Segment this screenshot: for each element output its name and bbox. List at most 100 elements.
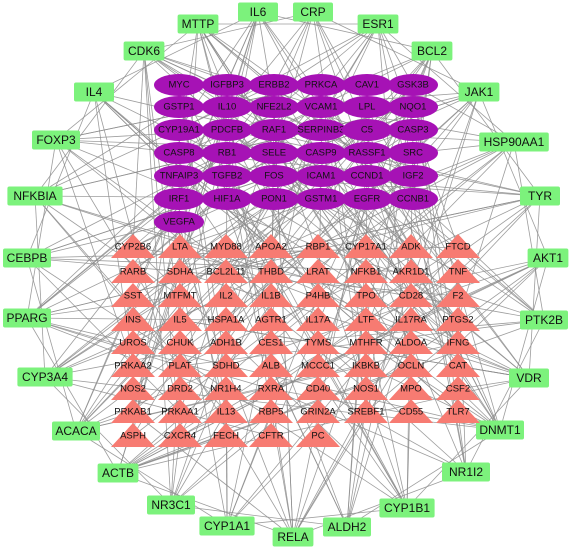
target-node-cftr[interactable]: CFTR <box>249 423 293 447</box>
target-node-rbp1[interactable]: RBP1 <box>296 234 340 258</box>
target-node-ifng[interactable]: IFNG <box>436 330 480 354</box>
core-node-casp8[interactable]: CASP8 <box>154 142 204 164</box>
gene-node-dnmt1[interactable]: DNMT1 <box>476 420 524 440</box>
target-node-prkaa1[interactable]: PRKAA1 <box>158 399 202 423</box>
target-node-sst[interactable]: SST <box>111 283 155 307</box>
core-node-igfbp3[interactable]: IGFBP3 <box>202 74 252 96</box>
core-node-raf1[interactable]: RAF1 <box>249 119 299 141</box>
gene-node-vdr[interactable]: VDR <box>509 368 549 388</box>
target-node-sdhd[interactable]: SDHD <box>204 353 248 377</box>
target-node-mpo[interactable]: MPO <box>389 376 433 400</box>
target-node-aldoa[interactable]: ALDOA <box>389 330 433 354</box>
core-node-cav1[interactable]: CAV1 <box>342 74 392 96</box>
gene-node-il4[interactable]: IL4 <box>74 82 114 102</box>
gene-node-nr3c1[interactable]: NR3C1 <box>147 495 195 515</box>
target-node-il13[interactable]: IL13 <box>204 399 248 423</box>
gene-node-ptk2b[interactable]: PTK2B <box>520 310 568 330</box>
target-node-nos1[interactable]: NOS1 <box>344 376 388 400</box>
target-node-mthfr[interactable]: MTHFR <box>344 330 388 354</box>
core-node-ccnb1[interactable]: CCNB1 <box>388 188 438 210</box>
core-node-icam1[interactable]: ICAM1 <box>296 165 346 187</box>
gene-node-cebpb[interactable]: CEBPB <box>3 248 51 268</box>
core-node-gstp1[interactable]: GSTP1 <box>154 96 204 118</box>
target-node-cat[interactable]: CAT <box>436 353 480 377</box>
target-node-fech[interactable]: FECH <box>204 423 248 447</box>
core-node-vegfa[interactable]: VEGFA <box>154 211 204 233</box>
target-node-agtr1[interactable]: AGTR1 <box>249 307 293 331</box>
target-node-srebf1[interactable]: SREBF1 <box>344 399 388 423</box>
target-node-cd28[interactable]: CD28 <box>389 283 433 307</box>
target-node-drd2[interactable]: DRD2 <box>158 376 202 400</box>
core-node-myc[interactable]: MYC <box>154 74 204 96</box>
core-node-rassf1[interactable]: RASSF1 <box>342 142 392 164</box>
core-node-erbb2[interactable]: ERBB2 <box>249 74 299 96</box>
target-node-p4hb[interactable]: P4HB <box>296 283 340 307</box>
core-node-gsk3b[interactable]: GSK3B <box>388 74 438 96</box>
target-node-tyms[interactable]: TYMS <box>296 330 340 354</box>
core-node-irf1[interactable]: IRF1 <box>154 188 204 210</box>
target-node-tlr7[interactable]: TLR7 <box>436 399 480 423</box>
target-node-cyp17a1[interactable]: CYP17A1 <box>344 234 388 258</box>
core-node-src[interactable]: SRC <box>388 142 438 164</box>
gene-node-cyp1b1[interactable]: CYP1B1 <box>379 498 435 518</box>
target-node-tpo[interactable]: TPO <box>344 283 388 307</box>
gene-node-crp[interactable]: CRP <box>293 2 333 22</box>
core-node-gstm1[interactable]: GSTM1 <box>296 188 346 210</box>
target-node-pc[interactable]: PC <box>296 423 340 447</box>
target-node-il5[interactable]: IL5 <box>158 307 202 331</box>
target-node-lrat[interactable]: LRAT <box>296 259 340 283</box>
target-node-cyp2b6[interactable]: CYP2B6 <box>111 234 155 258</box>
gene-node-actb[interactable]: ACTB <box>97 463 139 483</box>
target-node-il2[interactable]: IL2 <box>204 283 248 307</box>
target-node-asph[interactable]: ASPH <box>111 423 155 447</box>
target-node-thbd[interactable]: THBD <box>249 259 293 283</box>
gene-node-cdk6[interactable]: CDK6 <box>123 41 165 61</box>
core-node-fos[interactable]: FOS <box>249 165 299 187</box>
gene-node-nr1i2[interactable]: NR1I2 <box>442 462 490 482</box>
core-node-c5[interactable]: C5 <box>342 119 392 141</box>
core-node-nfe2l2[interactable]: NFE2L2 <box>249 96 299 118</box>
core-node-ccnd1[interactable]: CCND1 <box>342 165 392 187</box>
target-node-ftcd[interactable]: FTCD <box>436 234 480 258</box>
target-node-ocln[interactable]: OCLN <box>389 353 433 377</box>
gene-node-pparg[interactable]: PPARG <box>3 308 51 328</box>
target-node-prkab1[interactable]: PRKAB1 <box>111 399 155 423</box>
core-node-hif1a[interactable]: HIF1A <box>202 188 252 210</box>
target-node-ces1[interactable]: CES1 <box>249 330 293 354</box>
core-node-casp3[interactable]: CASP3 <box>388 119 438 141</box>
target-node-tnf[interactable]: TNF <box>436 259 480 283</box>
core-node-igf2[interactable]: IGF2 <box>388 165 438 187</box>
core-node-rb1[interactable]: RB1 <box>202 142 252 164</box>
gene-node-mttp[interactable]: MTTP <box>177 14 219 34</box>
target-node-chuk[interactable]: CHUK <box>158 330 202 354</box>
target-node-ikbkb[interactable]: IKBKB <box>344 353 388 377</box>
core-node-lpl[interactable]: LPL <box>342 96 392 118</box>
target-node-mccc1[interactable]: MCCC1 <box>296 353 340 377</box>
target-node-rarb[interactable]: RARB <box>111 259 155 283</box>
target-node-nfkb1[interactable]: NFKB1 <box>344 259 388 283</box>
target-node-apoa2[interactable]: APOA2 <box>249 234 293 258</box>
target-node-cd55[interactable]: CD55 <box>389 399 433 423</box>
gene-node-cyp3a4[interactable]: CYP3A4 <box>17 367 73 387</box>
target-node-alb[interactable]: ALB <box>249 353 293 377</box>
target-node-nos2[interactable]: NOS2 <box>111 376 155 400</box>
target-node-adk[interactable]: ADK <box>389 234 433 258</box>
gene-node-bcl2[interactable]: BCL2 <box>411 41 453 61</box>
target-node-f2[interactable]: F2 <box>436 283 480 307</box>
target-node-ins[interactable]: INS <box>111 307 155 331</box>
target-node-nr1h4[interactable]: NR1H4 <box>204 376 248 400</box>
core-node-serpinb3[interactable]: SERPINB3 <box>296 119 346 141</box>
core-node-cyp19a1[interactable]: CYP19A1 <box>154 119 204 141</box>
core-node-sele[interactable]: SELE <box>249 142 299 164</box>
target-node-ptgs2[interactable]: PTGS2 <box>436 307 480 331</box>
gene-node-aldh2[interactable]: ALDH2 <box>323 517 371 537</box>
target-node-prkaa2[interactable]: PRKAA2 <box>111 353 155 377</box>
target-node-rbp5[interactable]: RBP5 <box>249 399 293 423</box>
gene-node-hsp90aa1[interactable]: HSP90AA1 <box>479 132 549 152</box>
core-node-nqo1[interactable]: NQO1 <box>388 96 438 118</box>
core-node-tnfaip3[interactable]: TNFAIP3 <box>154 165 204 187</box>
target-node-il17a[interactable]: IL17A <box>296 307 340 331</box>
gene-node-akt1[interactable]: AKT1 <box>527 248 569 268</box>
target-node-adh1b[interactable]: ADH1B <box>204 330 248 354</box>
target-node-mtfmt[interactable]: MTFMT <box>158 283 202 307</box>
